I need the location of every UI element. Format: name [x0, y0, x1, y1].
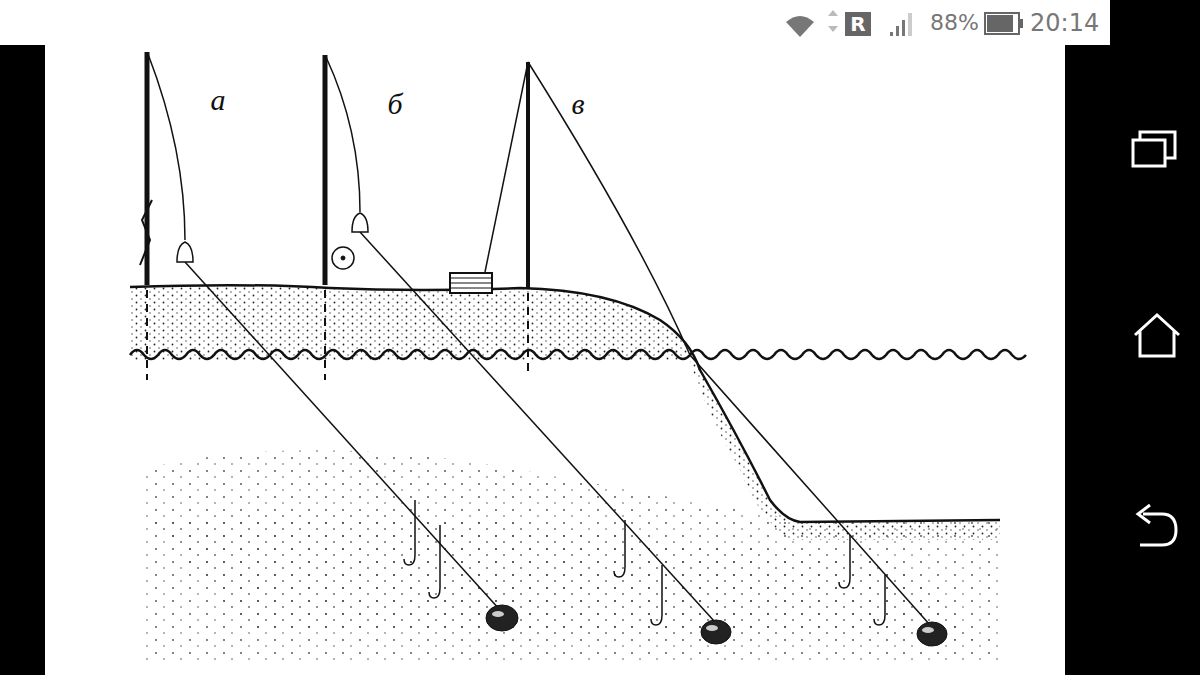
variant-label: в — [571, 89, 584, 119]
variant-label: а — [211, 85, 226, 115]
battery-percent: 88% — [930, 12, 979, 34]
clock-time: 20:14 — [1030, 11, 1099, 35]
variant-label: б — [387, 89, 402, 119]
picture-ground — [45, 45, 1065, 675]
status-icon-text: R — [850, 14, 865, 34]
status-bar — [0, 0, 1110, 45]
